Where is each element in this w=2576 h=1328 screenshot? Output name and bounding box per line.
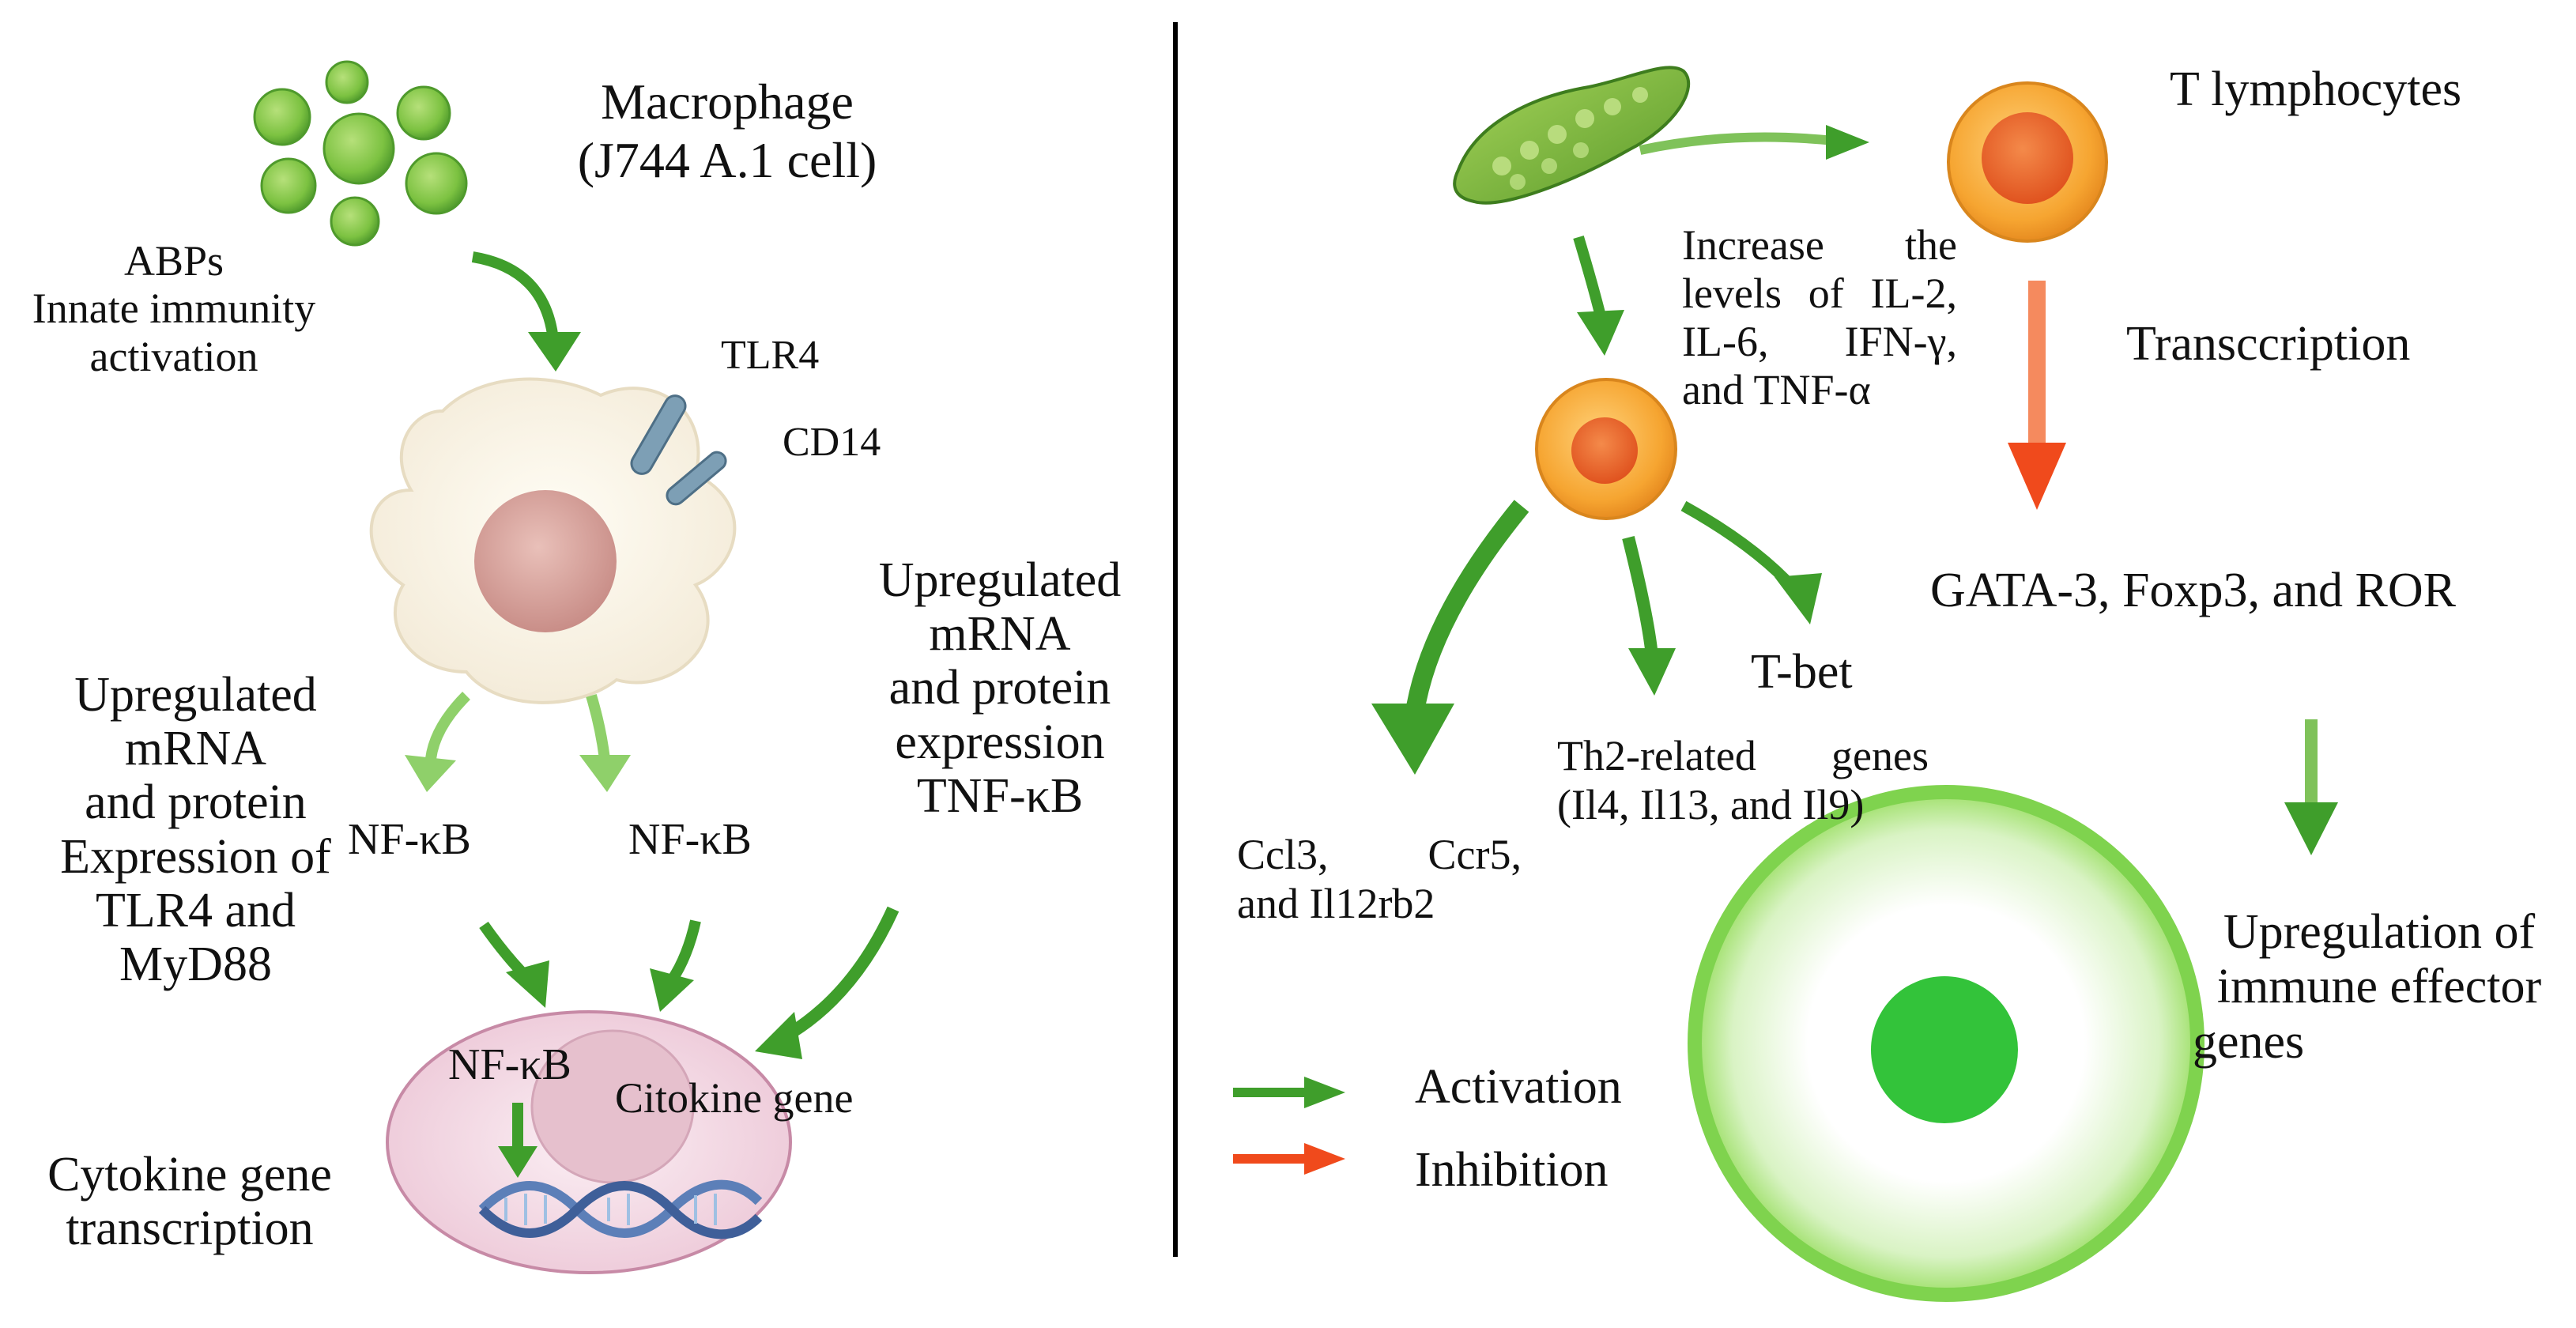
tlr4-receptor-icon — [630, 394, 687, 475]
activation-arrowhead — [1577, 310, 1624, 356]
tbet-label: T-bet — [1751, 645, 1853, 699]
legend-activation-arrowhead — [1304, 1077, 1345, 1108]
t-lymphocytes-label: T lymphocytes — [2170, 62, 2462, 116]
nfkb-label-inner: NF-κB — [448, 1040, 571, 1089]
activation-arrow-macrophage — [471, 251, 559, 341]
activation-arrowhead — [1628, 648, 1676, 696]
macrophage-nucleus — [474, 490, 617, 632]
nfkb-label-left: NF-κB — [348, 815, 471, 864]
activation-arrow-th2 — [1622, 536, 1658, 657]
faded-arrow-right — [586, 693, 610, 760]
effector-nucleus — [1871, 976, 2018, 1123]
activation-arrowhead — [506, 960, 549, 1008]
bacterium-icon — [1453, 66, 1691, 205]
activation-arrow-nfkb-right — [667, 919, 701, 983]
activation-arrowhead — [498, 1146, 537, 1178]
activation-arrowhead — [755, 1012, 802, 1059]
citokine-gene-label: Citokine gene — [615, 1074, 854, 1122]
effector-genes-text: Upregulation of immune effector genes — [2193, 905, 2542, 1069]
th2-genes-text: Th2-related genes (Il4, Il13, and Il9) — [1557, 732, 1929, 829]
activation-arrowhead — [650, 968, 694, 1012]
activation-arrowhead — [1371, 704, 1454, 775]
abps-activation-text: ABPs Innate immunity activation — [32, 237, 316, 380]
upregulated-tnf-text: Upregulated mRNA and protein expression … — [878, 553, 1122, 823]
faded-arrow-left — [425, 692, 470, 760]
activation-arrowhead — [1775, 573, 1822, 624]
legend — [1233, 1077, 1345, 1175]
activation-arrowhead — [1826, 125, 1869, 160]
activation-arrow-tnf — [783, 906, 900, 1041]
legend-inhibition-label: Inhibition — [1415, 1143, 1609, 1197]
cytokine-transcription-text: Cytokine gene transcription — [47, 1148, 332, 1256]
activation-arrow-t-lymphocytes — [1639, 132, 1835, 155]
inhibition-arrowhead — [2008, 443, 2066, 510]
cd14-label: CD14 — [783, 420, 881, 465]
faded-arrowhead-left — [405, 755, 456, 792]
nfkb-label-right: NF-κB — [628, 815, 752, 864]
legend-inhibition-arrowhead — [1304, 1143, 1345, 1175]
dna-helix-icon — [478, 1179, 763, 1239]
macrophage-title: Macrophage (J744 A.1 cell) — [577, 74, 877, 188]
gata3-foxp3-ror-label: GATA-3, Foxp3, and ROR — [1930, 564, 2456, 617]
activation-arrowhead — [528, 332, 581, 372]
activation-arrowhead — [2284, 802, 2338, 855]
legend-activation-label: Activation — [1415, 1060, 1622, 1114]
macrophage-cluster-icon — [253, 60, 468, 247]
activation-arrow-ccl3 — [1405, 500, 1529, 713]
activation-arrow-tbet — [1680, 500, 1799, 593]
t-lymphocyte-nucleus — [1982, 112, 2073, 204]
cd14-receptor-icon — [666, 451, 727, 506]
activated-t-cell-nucleus — [1571, 417, 1638, 484]
activation-arrow-small-cell — [1573, 235, 1606, 318]
inhibition-arrow-shaft — [2028, 281, 2046, 451]
transcription-label: Transccription — [2126, 317, 2411, 371]
upregulated-tlr4-myd88-text: Upregulated mRNA and protein Expression … — [60, 668, 331, 991]
faded-arrowhead-right — [579, 755, 631, 792]
cytokine-increase-text: Increase the levels of IL-2, IL-6, IFN-γ… — [1682, 221, 1957, 414]
ccl3-ccr5-text: Ccl3, Ccr5, and Il12rb2 — [1237, 831, 1522, 928]
tlr4-label: TLR4 — [721, 333, 820, 378]
